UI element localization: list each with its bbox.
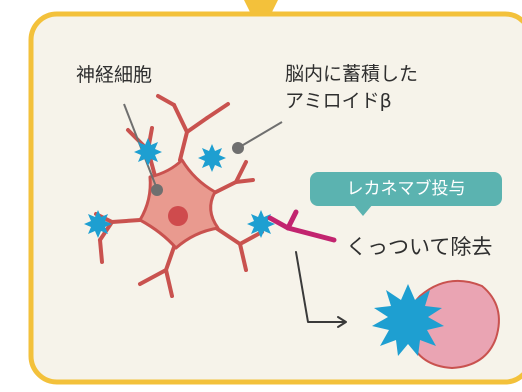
amyloid-beta-particle-icon xyxy=(134,138,162,166)
remove-label: くっついて除去 xyxy=(346,235,493,259)
antibody-icon xyxy=(267,209,337,243)
panel-frame xyxy=(28,11,522,385)
drug-bubble: レカネマブ投与 xyxy=(310,172,502,206)
neuron-body xyxy=(138,158,220,250)
neuron-dendrites xyxy=(94,94,264,298)
amyloid-pointer-dot xyxy=(232,142,244,154)
amyloid-beta-particle-icon xyxy=(198,144,226,172)
amyloid-label-line1: 脳内に蓄積した xyxy=(285,63,419,85)
amyloid-beta-particle-icon xyxy=(247,210,275,238)
neuron-label: 神経細胞 xyxy=(76,64,153,86)
amyloid-label-line2: アミロイドβ xyxy=(285,90,392,112)
panel-top-tab xyxy=(244,0,278,16)
amyloid-beta-particle-icon xyxy=(84,210,112,238)
amyloid-beta-particle-icon xyxy=(372,284,444,356)
neuron-nucleus xyxy=(168,206,188,226)
neuron-pointer-dot xyxy=(151,184,163,196)
arrow-icon xyxy=(295,251,347,328)
drug-bubble-tail xyxy=(353,204,373,216)
